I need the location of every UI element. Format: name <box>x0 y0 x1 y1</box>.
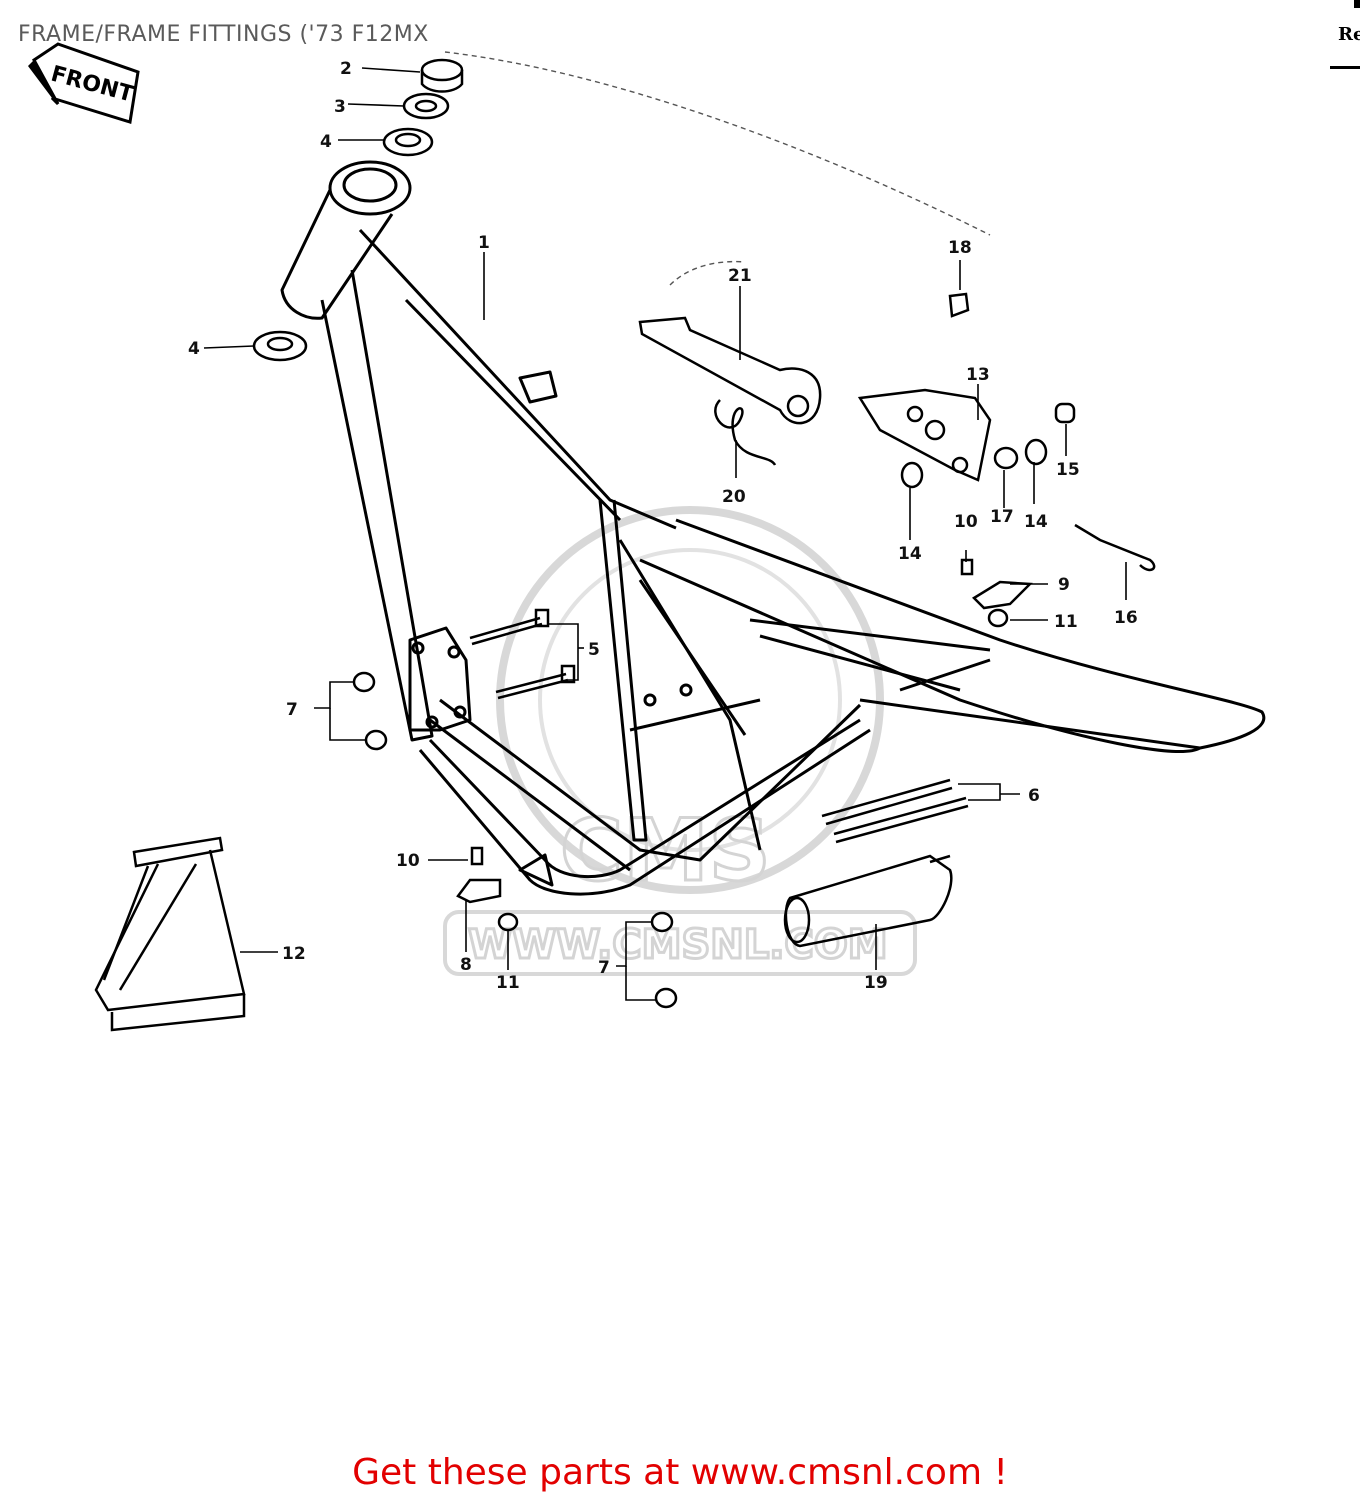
corner-rule <box>1330 66 1360 69</box>
callout-5: 5 <box>588 640 600 660</box>
callout-9: 9 <box>1058 575 1070 595</box>
callout-12: 12 <box>282 944 306 964</box>
callout-10b: 10 <box>954 512 978 532</box>
watermark-logo: CMS WWW.CMSNL.COM <box>443 506 917 976</box>
frame <box>280 160 1266 896</box>
callout-20: 20 <box>722 487 746 507</box>
callout-21: 21 <box>728 266 752 286</box>
engine-mount-plate <box>408 626 472 732</box>
page-title: FRAME/FRAME FITTINGS ('73 F12MX <box>18 22 429 47</box>
callout-18: 18 <box>948 238 972 258</box>
callout-4b: 4 <box>188 339 200 359</box>
callout-6: 6 <box>1028 786 1040 806</box>
callout-1: 1 <box>478 233 490 253</box>
callout-10a: 10 <box>396 851 420 871</box>
leader-lines <box>203 67 1127 1001</box>
callout-14a: 14 <box>898 544 922 564</box>
callout-8: 8 <box>460 955 472 975</box>
callout-3: 3 <box>334 97 346 117</box>
front-arrow: FRONT <box>28 42 140 124</box>
callout-13: 13 <box>966 365 990 385</box>
callout-17: 17 <box>990 507 1014 527</box>
callout-16: 16 <box>1114 608 1138 628</box>
callout-7b: 7 <box>598 958 610 978</box>
callout-19: 19 <box>864 973 888 993</box>
callout-4a: 4 <box>320 132 332 152</box>
callout-7a: 7 <box>286 700 298 720</box>
callout-11b: 11 <box>1054 612 1078 632</box>
stand-and-muffler <box>94 836 953 1032</box>
brake-parts <box>638 292 1156 572</box>
callout-labels: 1 2 3 4 4 5 6 7 7 8 9 10 10 11 11 12 13 … <box>188 59 1138 993</box>
corner-text: Re <box>1338 24 1360 45</box>
callout-2: 2 <box>340 59 352 79</box>
watermark-url-text: WWW.CMSNL.COM <box>468 922 888 968</box>
corner-tick <box>1354 0 1360 8</box>
cta-link[interactable]: Get these parts at www.cmsnl.com ! <box>352 1452 1008 1493</box>
callout-11a: 11 <box>496 973 520 993</box>
fasteners <box>352 558 1033 1009</box>
callout-15: 15 <box>1056 460 1080 480</box>
steering-head-top <box>328 160 412 216</box>
guide-lines <box>444 51 991 286</box>
callout-14b: 14 <box>1024 512 1048 532</box>
